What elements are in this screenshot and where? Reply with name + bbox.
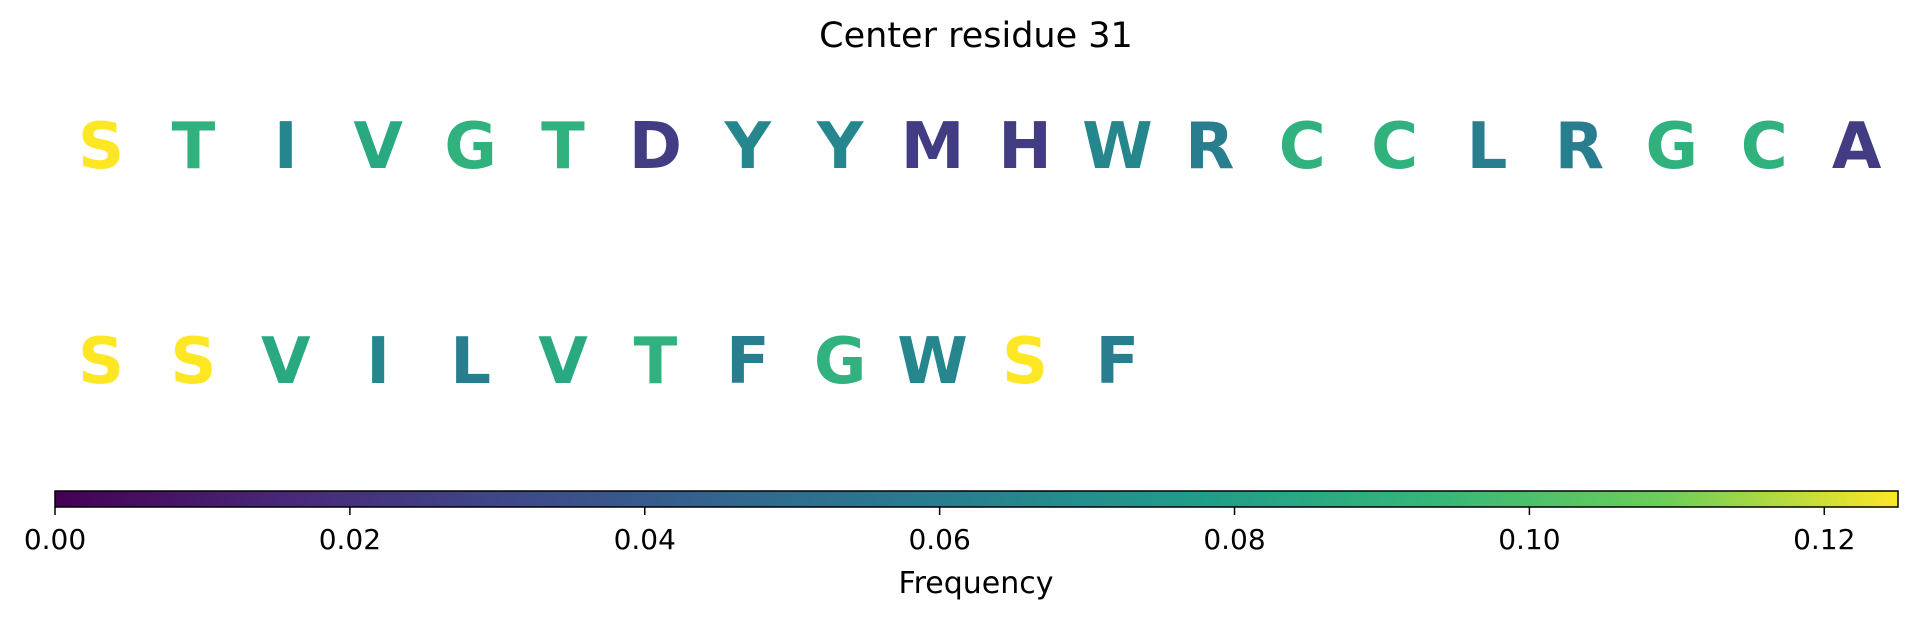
residue-letter: L <box>450 325 491 399</box>
residue-letter: G <box>814 325 867 399</box>
colorbar-tick-label: 0.02 <box>319 523 381 556</box>
residue-letter: R <box>1555 110 1604 184</box>
residue-letter: V <box>353 110 403 184</box>
residue-letter: C <box>1741 110 1788 184</box>
residue-letter: T <box>541 110 585 184</box>
residue-letter: T <box>172 110 216 184</box>
residue-letter: S <box>1002 325 1048 399</box>
chart-title: Center residue 31 <box>819 16 1133 56</box>
residue-letter: M <box>901 110 965 184</box>
colorbar: 0.00 0.02 0.04 0.06 0.08 0.10 0.12 Frequency <box>24 490 1899 601</box>
residue-letter: V <box>538 325 588 399</box>
residue-letter: H <box>998 110 1052 184</box>
residue-letter: G <box>444 110 497 184</box>
colorbar-tick-label: 0.12 <box>1793 523 1855 556</box>
residue-letter: W <box>1082 110 1153 184</box>
residue-letter: C <box>1371 110 1418 184</box>
residue-letter: Y <box>816 110 864 184</box>
residue-letter: S <box>170 325 216 399</box>
colorbar-tick-label: 0.06 <box>908 523 970 556</box>
colorbar-tick-label: 0.04 <box>614 523 676 556</box>
residue-letter: S <box>78 110 124 184</box>
colorbar-gradient <box>54 490 1899 508</box>
residue-letter: F <box>726 325 770 399</box>
residue-letter: L <box>1467 110 1508 184</box>
residue-letter: F <box>1096 325 1140 399</box>
residue-letter: R <box>1185 110 1234 184</box>
residue-letter: A <box>1832 110 1882 184</box>
residue-letter: T <box>634 325 678 399</box>
colorbar-label: Frequency <box>899 566 1054 601</box>
residue-letter: W <box>897 325 968 399</box>
residue-letter: Y <box>724 110 772 184</box>
residue-letter: S <box>78 325 124 399</box>
residue-letter: V <box>261 325 311 399</box>
residue-letter: G <box>1646 110 1699 184</box>
colorbar-tick-label: 0.00 <box>24 523 86 556</box>
colorbar-tick-label: 0.08 <box>1203 523 1265 556</box>
residue-letter: I <box>274 110 298 184</box>
residue-letter: C <box>1279 110 1326 184</box>
colorbar-tick-label: 0.10 <box>1498 523 1560 556</box>
residue-letter: D <box>629 110 682 184</box>
colorbar-ticks: 0.00 0.02 0.04 0.06 0.08 0.10 0.12 <box>24 507 1855 556</box>
residue-letter: I <box>366 325 390 399</box>
